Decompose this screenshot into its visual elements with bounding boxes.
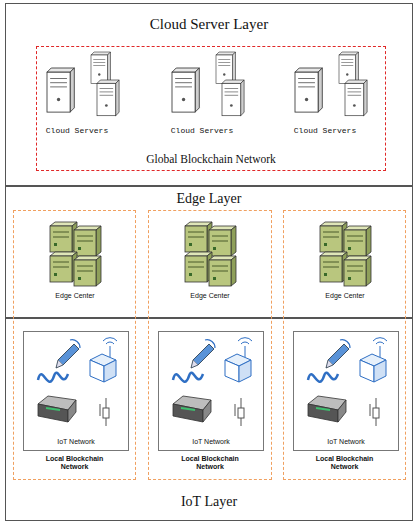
server-cluster [172, 52, 244, 116]
server-cluster [47, 52, 119, 116]
icon-label: Edge Center [285, 292, 405, 300]
blockchain-region: Global Blockchain Network [36, 46, 386, 171]
node-text: Local Blockchain Network [36, 455, 113, 471]
iot-network-box: IoT Network [293, 331, 399, 451]
node-text: IoT Layer [6, 494, 412, 510]
cloud-server-icons [47, 52, 367, 116]
icon-label: Edge Center [15, 292, 135, 300]
icon-label: Edge Center [150, 292, 270, 300]
node-text: Local Blockchain Network [306, 455, 383, 471]
icon-label: Cloud Servers [17, 127, 137, 136]
node-text: Global Blockchain Network [37, 153, 385, 166]
node-text: Edge Layer [6, 191, 412, 207]
node-text: IoT Network [159, 438, 263, 446]
iot-devices [38, 338, 117, 426]
server-cluster [295, 52, 367, 116]
icon-label: Cloud Servers [265, 127, 385, 136]
node-text: IoT Network [24, 438, 128, 446]
edge-server-icon [320, 222, 371, 286]
node-text: IoT Network [294, 438, 398, 446]
iot-devices [173, 338, 252, 426]
edge-server-icon [185, 222, 236, 286]
node-text: Local Blockchain Network [171, 455, 249, 471]
icon-label: Cloud Servers [142, 127, 262, 136]
edge-server-icon [50, 222, 101, 286]
edge-group: Local Blockchain Network IoT Network [148, 210, 272, 480]
iot-network-box: IoT Network [158, 331, 264, 451]
edge-group: Local Blockchain Network IoT Network [283, 210, 406, 480]
iot-devices [308, 338, 387, 426]
layer-frame: Cloud Server LayerGlobal Blockchain Netw… [5, 3, 413, 186]
node-text: Cloud Server Layer [6, 16, 412, 33]
edge-group: Local Blockchain Network IoT Network [13, 210, 136, 480]
iot-network-box: IoT Network [23, 331, 129, 451]
layer-frame: IoT Layer [5, 318, 413, 521]
iot-device-icons [38, 338, 387, 426]
edge-center-icons [50, 222, 371, 286]
